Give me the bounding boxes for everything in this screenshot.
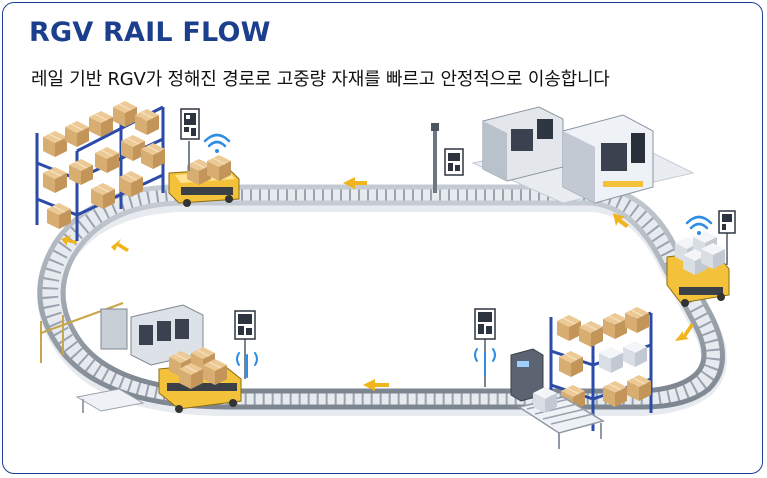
direction-arrow-icon <box>363 379 389 391</box>
direction-arrow-icon <box>111 239 129 252</box>
qr-code-icon <box>180 108 200 171</box>
storage-rack-left <box>35 100 166 241</box>
direction-arrow-icon <box>343 177 367 189</box>
page-subtitle: 레일 기반 RGV가 정해진 경로로 고중량 자재를 빠르고 안정적으로 이송합… <box>31 69 610 90</box>
storage-rack-right <box>549 306 653 431</box>
direction-arrows <box>61 177 694 391</box>
qr-code-icon <box>431 123 464 193</box>
rgv-vehicle-bottom <box>158 346 242 413</box>
wifi-icon <box>203 133 231 153</box>
signal-tower-icon <box>236 352 258 378</box>
signal-tower-icon <box>474 348 496 376</box>
rail-flow-scene <box>35 100 736 449</box>
rgv-vehicle-right <box>666 231 730 307</box>
roller-conveyor <box>517 387 605 449</box>
qr-code-icon <box>234 310 256 379</box>
direction-arrow-icon <box>675 323 694 341</box>
rgv-vehicle-top <box>168 154 240 207</box>
direction-arrow-icon <box>613 213 629 228</box>
cnc-machine-area <box>471 106 695 204</box>
wifi-icon <box>685 215 713 235</box>
direction-arrow-icon <box>61 235 77 246</box>
qr-code-icon <box>718 210 736 265</box>
page-title: RGV RAIL FLOW <box>29 17 271 48</box>
diagram-frame: RGV RAIL FLOW 레일 기반 RGV가 정해진 경로로 고중량 자재를… <box>2 2 763 474</box>
